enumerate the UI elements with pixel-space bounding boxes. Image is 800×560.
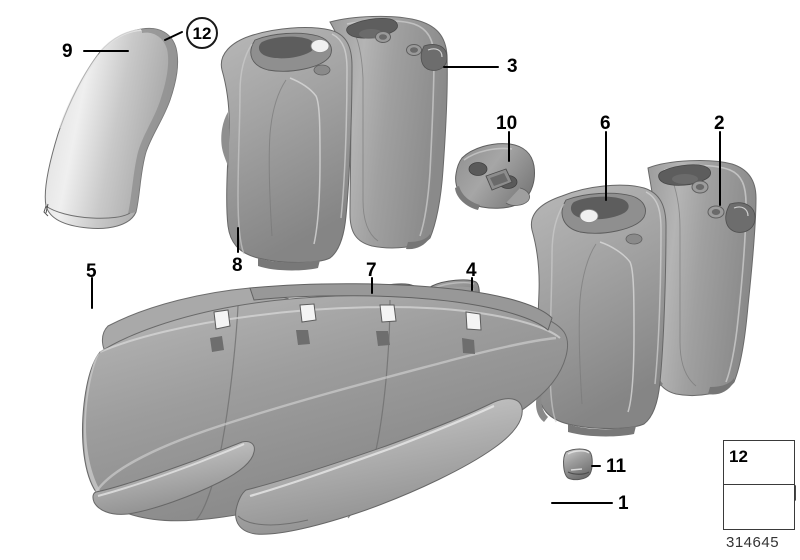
callout-10[interactable]: 10 xyxy=(496,113,518,134)
legend-cell-arrow xyxy=(724,485,794,529)
part-8-left-backrest-cover xyxy=(220,27,353,271)
callout-8[interactable]: 8 xyxy=(232,255,243,276)
callout-9[interactable]: 9 xyxy=(62,41,73,62)
part-10-center-bracket-cover xyxy=(455,143,535,210)
cushion-latch-slots xyxy=(210,303,482,354)
callout-11[interactable]: 11 xyxy=(606,456,627,477)
part-11-small-cap xyxy=(563,448,593,481)
legend-number-12: 12 xyxy=(729,447,748,466)
callout-4[interactable]: 4 xyxy=(466,260,477,281)
diagram-id-number: 314645 xyxy=(726,534,780,551)
callout-3[interactable]: 3 xyxy=(507,56,518,77)
callout-6[interactable]: 6 xyxy=(600,113,611,134)
callout-12-circled[interactable]: 12 xyxy=(186,17,218,49)
callout-2[interactable]: 2 xyxy=(714,113,725,134)
part-2-right-backrest-frame-trim xyxy=(647,160,757,396)
part-9-side-bolster-cover xyxy=(43,27,179,229)
callout-7[interactable]: 7 xyxy=(366,260,377,281)
part-1-seat-cushion-front-trim xyxy=(235,398,523,535)
callout-1[interactable]: 1 xyxy=(618,493,629,514)
part-3-left-backrest-frame-trim xyxy=(329,15,448,250)
part-5-seat-cushion-cover xyxy=(82,283,568,535)
legend-box: 12 xyxy=(723,440,795,530)
callout-leader-lines xyxy=(83,31,721,504)
callout-5[interactable]: 5 xyxy=(86,261,97,282)
legend-cell-clip: 12 xyxy=(724,441,794,485)
part-6-right-backrest-cover xyxy=(530,184,667,437)
